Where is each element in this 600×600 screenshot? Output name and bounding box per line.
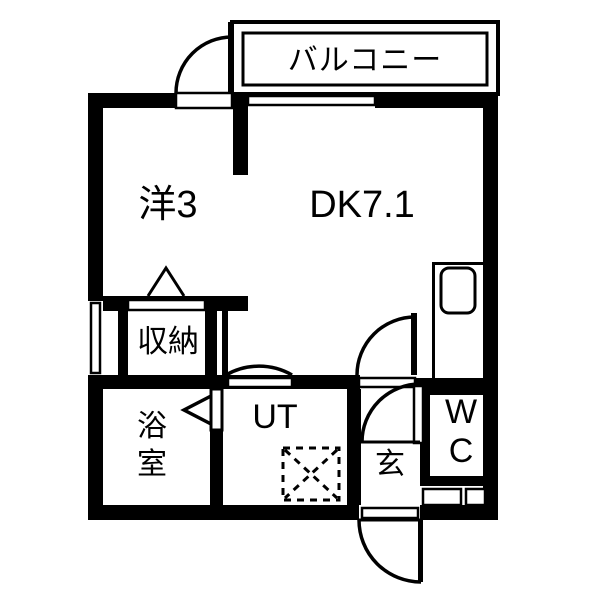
entrance-door-arc [357,506,423,584]
partition-wall-stub-top [233,108,248,175]
label-ut: UT [252,398,297,436]
bath-folding-door [180,387,224,432]
ut-entrance-divider-wall [347,389,361,505]
kitchen-column-wall [432,262,483,391]
kitchen-sink-fixture [439,266,477,315]
left-wall-window [89,301,102,375]
label-balcony: バルコニー [288,44,442,77]
label-entrance: 玄 [375,448,405,481]
balcony-window-opening [174,91,234,110]
washing-machine-pan [281,446,341,502]
kitchen-base-wall [415,378,483,391]
label-dk: DK7.1 [309,184,415,226]
label-bath-line1: 浴 [137,410,167,443]
wc-compartment [420,391,487,507]
balcony-sliding-door [246,94,377,107]
label-wc-line2: C [449,432,474,470]
outer-walls [88,93,498,520]
label-wc-line1: W [445,393,477,431]
label-western3: 洋3 [138,184,197,226]
balcony-side-door-arc [174,22,233,94]
bath-ut-divider-wall [210,428,223,505]
label-bath-line2: 室 [137,448,167,481]
label-closet: 収納 [137,324,199,359]
closet-structure [103,265,248,375]
ut-door-arc [222,309,294,389]
